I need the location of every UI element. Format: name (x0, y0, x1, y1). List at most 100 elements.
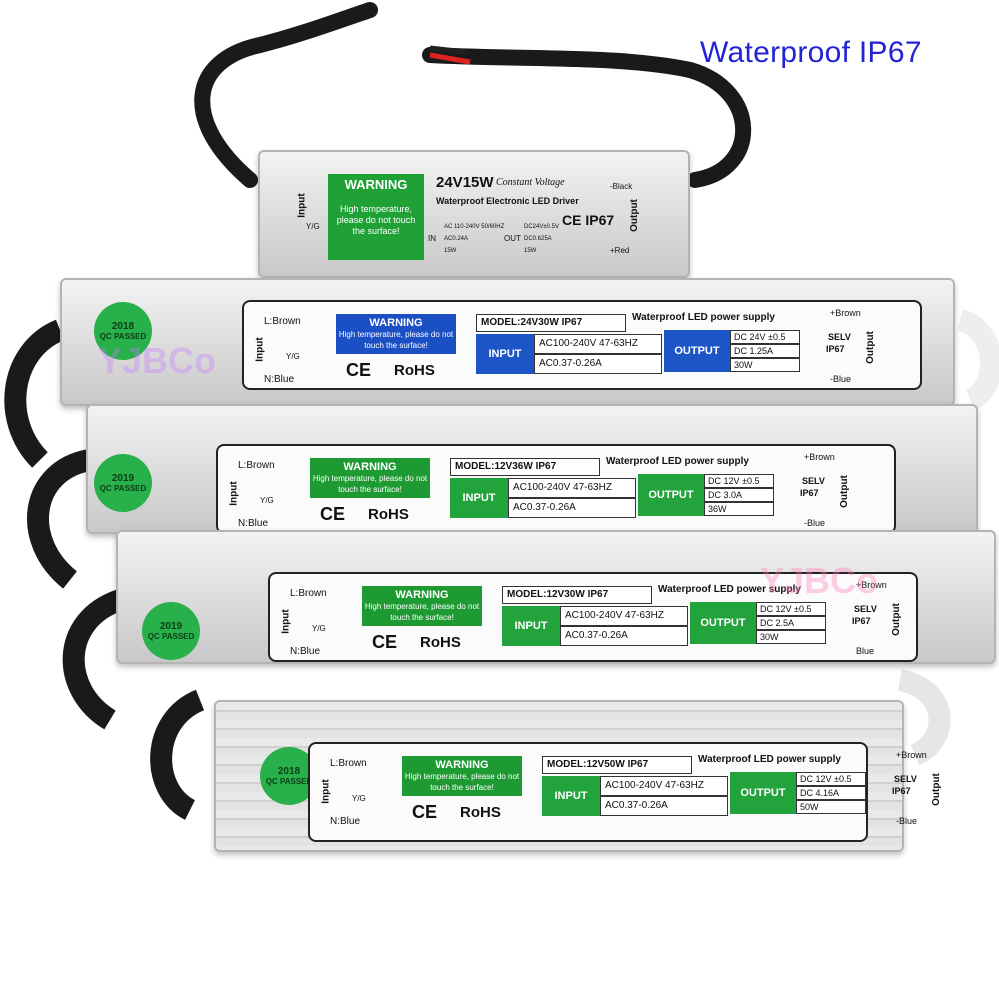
ground-label: Y/G (260, 496, 274, 505)
model-box: MODEL:12V36W IP67 (450, 458, 600, 476)
spec-label: L:Brown Input Y/G N:Blue WARNING High te… (308, 742, 942, 842)
model-text: MODEL:12V50W IP67 (547, 759, 649, 770)
warning-panel: WARNING High temperature, please do not … (336, 314, 456, 354)
ip-label: IP67 (800, 488, 819, 498)
ac-voltage-box: AC100-240V 47-63HZ (508, 478, 636, 498)
power-supply-3: 2019 QC PASSED L:Brown Input Y/G N:Blue … (116, 530, 996, 664)
dc-voltage-box: DC 12V ±0.5 (704, 474, 774, 488)
output-label: Output (628, 199, 640, 232)
model-text: MODEL:12V36W IP67 (455, 461, 557, 472)
output-tag: OUTPUT (690, 602, 756, 644)
stamp-year: 2019 (111, 473, 135, 484)
out-label: OUT (504, 234, 521, 243)
wattage-box: 36W (704, 502, 774, 516)
dc-current-box: DC 4.16A (796, 786, 866, 800)
warning-panel: WARNING High temperature, please do not … (310, 458, 430, 498)
output-label: Output (864, 331, 876, 364)
model-box: MODEL:24V30W IP67 (476, 314, 626, 332)
ground-label: Y/G (286, 352, 300, 361)
out-power: 15W (524, 248, 537, 254)
rohs-mark: RoHS (394, 362, 435, 379)
output-label: Output (890, 603, 902, 636)
wattage-box: 30W (756, 630, 826, 644)
blue-wire-label: -Blue (896, 816, 918, 826)
driver-mode: Constant Voltage (496, 177, 565, 188)
dc-voltage: DC 12V ±0.5 (760, 604, 812, 614)
spec-label: L:Brown Input Y/G N:Blue WARNING High te… (216, 444, 896, 534)
model-box: MODEL:12V30W IP67 (502, 586, 652, 604)
warning-title: WARNING (435, 759, 489, 771)
stamp-text: QC PASSED (99, 332, 147, 341)
warning-panel: WARNING High temperature, please do not … (362, 586, 482, 626)
watermark: YJBCo (760, 560, 879, 601)
dc-current-box: DC 2.5A (756, 616, 826, 630)
supply-text: Waterproof LED power supply (658, 584, 801, 595)
dc-current: DC 1.25A (734, 346, 774, 356)
brown-wire-label: +Brown (830, 308, 861, 318)
input-label: Input (280, 609, 292, 634)
input-tag: INPUT (502, 606, 560, 646)
dc-current: DC 2.5A (760, 618, 795, 628)
warning-title: WARNING (344, 177, 408, 192)
stamp-year: 2018 (277, 766, 301, 777)
ac-current: AC0.37-0.26A (513, 502, 576, 513)
warning-title: WARNING (369, 317, 423, 329)
ac-voltage-box: AC100-240V 47-63HZ (600, 776, 728, 796)
output-tag: OUTPUT (664, 330, 730, 372)
stamp-text: QC PASSED (265, 777, 313, 786)
red-wire-label: +Red (610, 246, 630, 255)
ip-label: IP67 (826, 344, 845, 354)
dc-current: DC 4.16A (800, 788, 840, 798)
ip-label: IP67 (852, 616, 871, 626)
n-blue-label: N:Blue (264, 374, 295, 385)
supply-text: Waterproof LED power supply (606, 456, 749, 467)
ac-voltage-box: AC100-240V 47-63HZ (534, 334, 662, 354)
ac-current-box: AC0.37-0.26A (600, 796, 728, 816)
ground-label: Y/G (306, 222, 320, 231)
output-label: Output (930, 773, 942, 806)
small-driver: Input Y/G WARNING High temperature, plea… (258, 150, 690, 278)
dc-current-box: DC 1.25A (730, 344, 800, 358)
ac-current: AC0.37-0.26A (565, 630, 628, 641)
ac-current: AC0.37-0.26A (539, 358, 602, 369)
out-current: DC0.625A (524, 236, 552, 242)
stamp-text: QC PASSED (147, 632, 195, 641)
input-tag: INPUT (476, 334, 534, 374)
input-tag: INPUT (450, 478, 508, 518)
l-brown-label: L:Brown (290, 588, 327, 599)
ce-ip67: CE IP67 (562, 212, 615, 228)
dc-voltage: DC 12V ±0.5 (800, 774, 852, 784)
stamp-year: 2019 (159, 621, 183, 632)
dc-current: DC 3.0A (708, 490, 743, 500)
stamp-text: QC PASSED (99, 484, 147, 493)
selv-label: SELV (828, 332, 851, 342)
ce-mark: CE (412, 802, 438, 822)
wattage: 36W (708, 504, 727, 514)
selv-label: SELV (802, 476, 825, 486)
power-supply-4: 2018 QC PASSED L:Brown Input Y/G N:Blue … (214, 700, 942, 852)
warning-panel: WARNING High temperature, please do not … (402, 756, 522, 796)
supply-text: Waterproof LED power supply (698, 754, 841, 765)
ac-current-box: AC0.37-0.26A (560, 626, 688, 646)
dc-voltage: DC 24V ±0.5 (734, 332, 786, 342)
dc-voltage: DC 12V ±0.5 (708, 476, 760, 486)
ac-current: AC0.37-0.26A (605, 800, 668, 811)
in-power: 15W (444, 248, 457, 254)
dc-current-box: DC 3.0A (704, 488, 774, 502)
warning-text: High temperature, please do not touch th… (338, 330, 454, 350)
ac-current-box: AC0.37-0.26A (534, 354, 662, 374)
warning-title: WARNING (395, 589, 449, 601)
qc-stamp: 2019 QC PASSED (142, 602, 200, 660)
rohs-mark: RoHS (368, 506, 409, 523)
warning-text: High temperature, please do not touch th… (364, 602, 480, 622)
ce-mark: CE (320, 504, 346, 524)
model-text: MODEL:24V30W IP67 (481, 317, 583, 328)
supply-text: Waterproof LED power supply (632, 312, 775, 323)
l-brown-label: L:Brown (330, 758, 367, 769)
rohs-mark: RoHS (420, 634, 461, 651)
output-tag: OUTPUT (638, 474, 704, 516)
input-label: Input (296, 193, 308, 218)
ac-voltage: AC100-240V 47-63HZ (565, 610, 664, 621)
driver-subtitle: Waterproof Electronic LED Driver (436, 196, 579, 206)
ac-voltage: AC100-240V 47-63HZ (539, 338, 638, 349)
